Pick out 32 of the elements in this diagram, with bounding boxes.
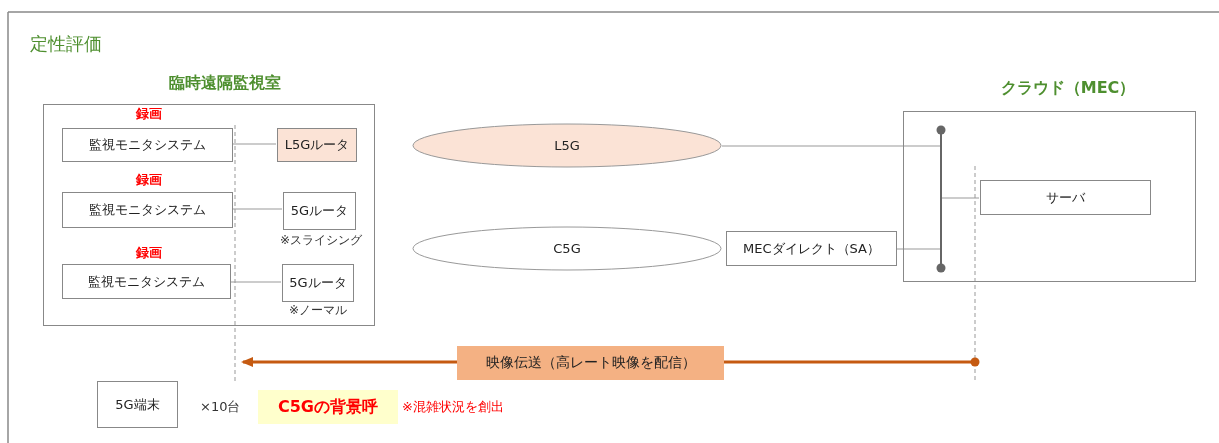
room-box <box>43 104 375 326</box>
process-box: MECダイレクト（SA） <box>726 231 897 266</box>
group-heading: 臨時遠隔監視室 <box>168 72 282 94</box>
connector-line <box>231 208 283 210</box>
process-box: 監視モニタシステム <box>62 264 231 299</box>
network-ellipse: C5G <box>412 226 722 271</box>
process-box: 5G端末 <box>97 381 178 428</box>
diagram-title: 定性評価 <box>30 32 102 56</box>
process-box: 監視モニタシステム <box>62 192 233 228</box>
connector-line <box>896 248 941 250</box>
note-text: 録画 <box>135 244 163 262</box>
arrow <box>241 357 457 367</box>
highlight-note: C5Gの背景呼 <box>258 390 398 424</box>
process-box: L5Gルータ <box>277 128 357 162</box>
note-text: 録画 <box>135 171 163 189</box>
note-text: ×10台 <box>200 398 242 416</box>
transfer-label-box: 映像伝送（高レート映像を配信） <box>457 346 724 380</box>
process-box: 5Gルータ <box>283 192 356 230</box>
note-text: ※ノーマル <box>287 302 349 319</box>
note-text: 録画 <box>135 105 163 123</box>
connector-line <box>229 281 282 283</box>
connector-line <box>939 197 980 199</box>
process-box: 監視モニタシステム <box>62 128 233 162</box>
connector-line <box>721 145 941 147</box>
connector-line <box>231 143 277 145</box>
note-text: ※混雑状況を創出 <box>402 398 505 416</box>
process-box: サーバ <box>980 180 1151 215</box>
network-ellipse: L5G <box>412 123 722 168</box>
group-heading: クラウド（MEC） <box>999 77 1137 99</box>
cloud-box <box>903 111 1196 282</box>
process-box: 5Gルータ <box>282 264 354 302</box>
note-text: ※スライシング <box>278 232 364 249</box>
